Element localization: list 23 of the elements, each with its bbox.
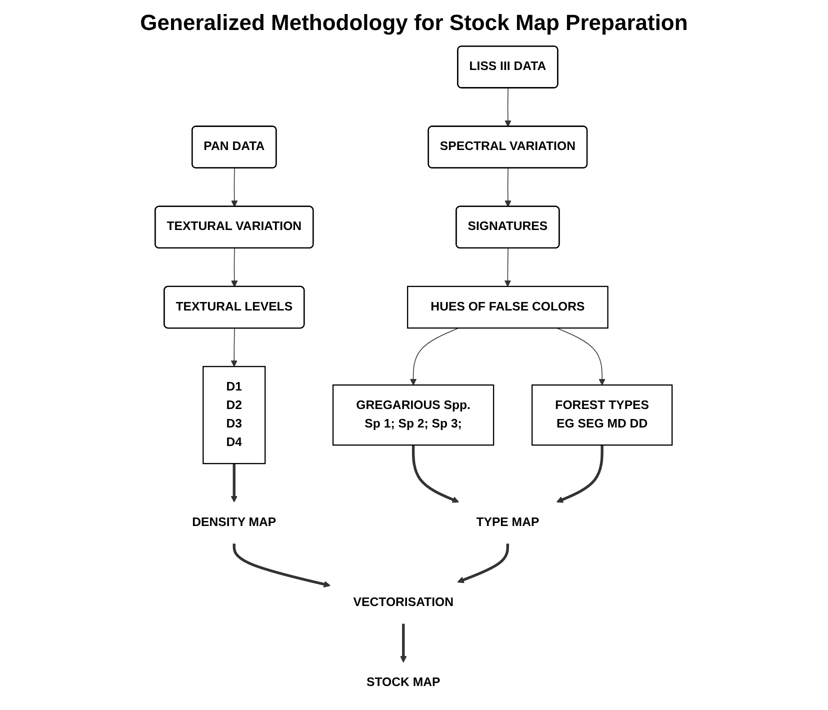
node-box: D1 D2 D3 D4 [202, 366, 266, 464]
diagram-title: Generalized Methodology for Stock Map Preparation [140, 10, 688, 36]
arrow [233, 544, 331, 588]
node-box: FOREST TYPES EG SEG MD DD [532, 384, 674, 446]
arrow [410, 328, 460, 386]
arrow [231, 168, 238, 208]
arrow [412, 445, 460, 503]
node-text: TYPE MAP [476, 516, 540, 530]
arrow [458, 544, 510, 584]
node-box: HUES OF FALSE COLORS [407, 286, 609, 329]
node-text: VECTORISATION [354, 596, 454, 610]
arrow [504, 168, 512, 208]
arrow [400, 624, 408, 663]
arrow [231, 328, 238, 367]
node-text: DENSITY MAP [192, 516, 277, 530]
node-text: STOCK MAP [366, 676, 441, 690]
node-box: GREGARIOUS Spp. Sp 1; Sp 2; Sp 3; [332, 384, 495, 446]
arrow [556, 328, 606, 386]
arrow [231, 248, 238, 288]
arrow [556, 445, 604, 503]
arrow [504, 248, 512, 287]
arrow [231, 464, 238, 502]
arrow [504, 88, 512, 127]
